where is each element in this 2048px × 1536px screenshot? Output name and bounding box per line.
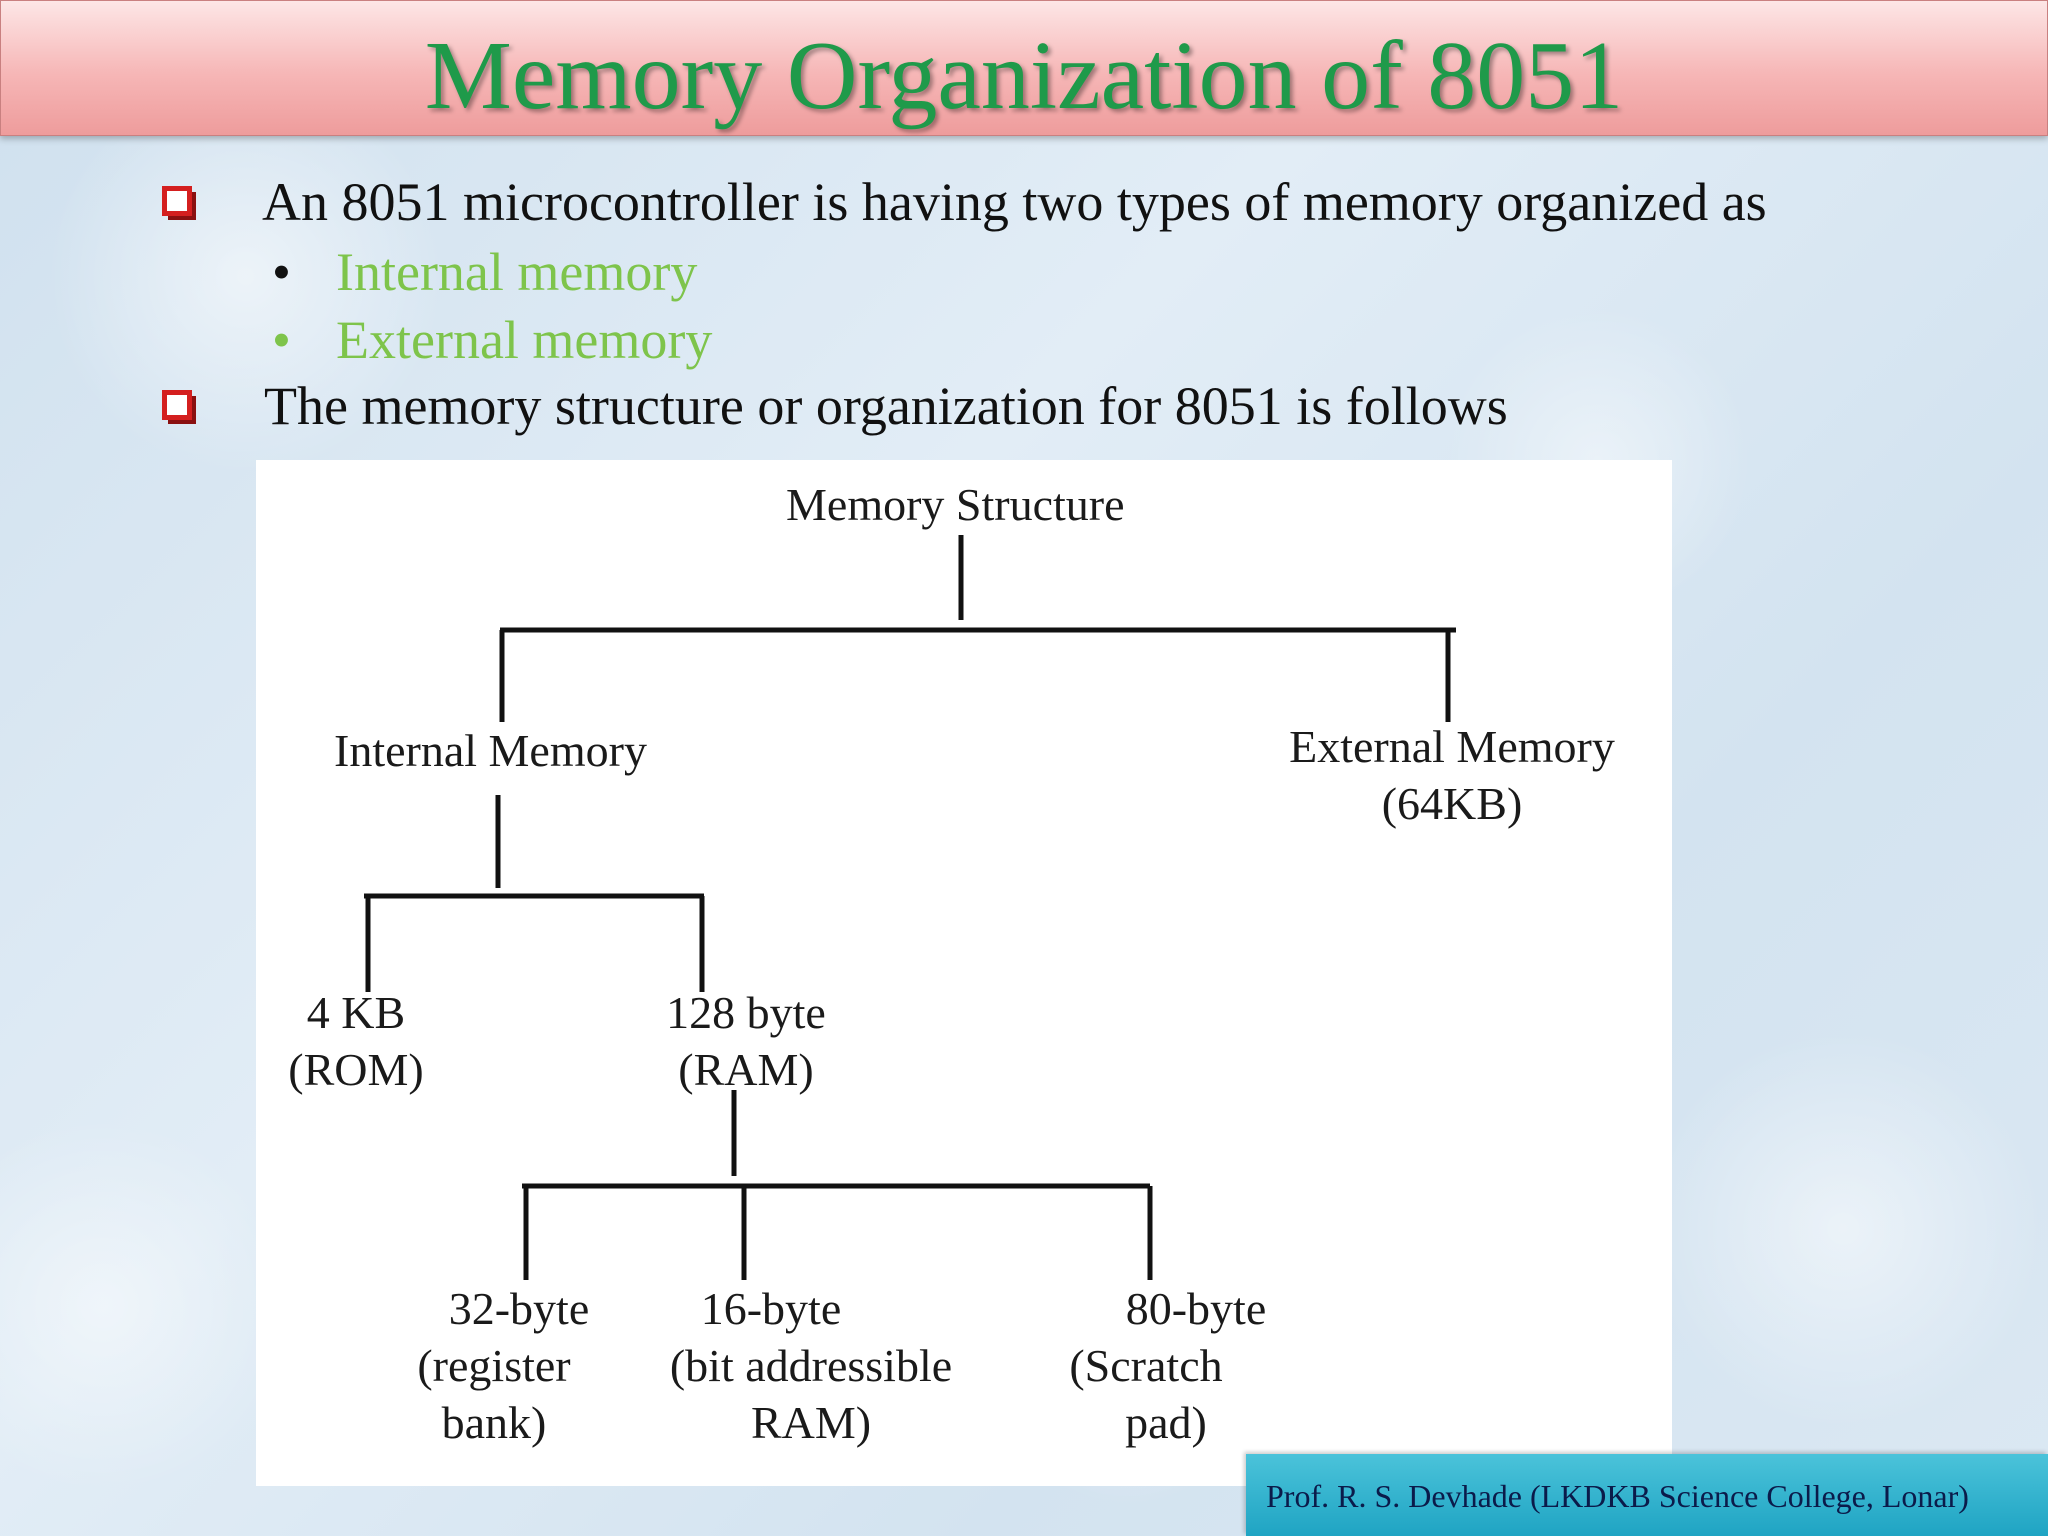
footer-banner: Prof. R. S. Devhade (LKDKB Science Colle… — [1246, 1454, 2048, 1536]
node-external-memory: External Memory (64KB) — [1246, 718, 1658, 832]
node-register-bank: 32-byte (register bank) — [374, 1280, 614, 1451]
bullet-dot-icon: • — [272, 242, 291, 302]
node-bit-line1: 16-byte — [700, 1283, 842, 1334]
node-external-line2: (64KB) — [1381, 778, 1523, 829]
node-ram-line1: 128 byte — [666, 987, 826, 1038]
node-memory-structure: Memory Structure — [786, 479, 1125, 530]
square-bullet-icon — [162, 186, 192, 216]
bullet-text-2: The memory structure or organization for… — [264, 376, 1508, 436]
square-bullet-icon — [162, 390, 192, 420]
node-bit-line3: RAM) — [750, 1397, 872, 1448]
node-rom-line1: 4 KB — [306, 987, 406, 1038]
node-register-line1: 32-byte — [448, 1283, 590, 1334]
node-bit-addressable: 16-byte (bit addressible RAM) — [626, 1280, 996, 1451]
node-register-line2: (register — [417, 1340, 571, 1391]
node-rom-line2: (ROM) — [288, 1044, 424, 1095]
node-ram: 128 byte (RAM) — [646, 984, 846, 1098]
tree-connectors — [364, 535, 1456, 1280]
footer-credit: Prof. R. S. Devhade (LKDKB Science Colle… — [1266, 1478, 1969, 1514]
node-rom: 4 KB (ROM) — [276, 984, 436, 1098]
node-internal-memory: Internal Memory — [334, 725, 647, 776]
node-scratch-pad: 80-byte (Scratch pad) — [1036, 1280, 1296, 1451]
node-scratch-line3: pad) — [1125, 1397, 1207, 1448]
node-ram-line2: (RAM) — [678, 1044, 814, 1095]
title-bar: Memory Organization of 8051 — [0, 0, 2048, 136]
node-bit-line2: (bit addressible — [669, 1340, 953, 1391]
slide-title: Memory Organization of 8051 — [424, 22, 1624, 130]
bullet-text-1: An 8051 microcontroller is having two ty… — [262, 172, 1767, 232]
node-scratch-line1: 80-byte — [1125, 1283, 1267, 1334]
bullet-dot-icon: • — [272, 310, 291, 370]
node-scratch-line2: (Scratch — [1069, 1340, 1223, 1391]
node-external-line1: External Memory — [1289, 721, 1615, 772]
node-register-line3: bank) — [441, 1397, 547, 1448]
sub-bullet-internal: Internal memory — [336, 242, 698, 302]
memory-structure-diagram: Memory Structure Internal Memory Externa… — [256, 460, 1672, 1486]
sub-bullet-external: External memory — [336, 310, 713, 370]
